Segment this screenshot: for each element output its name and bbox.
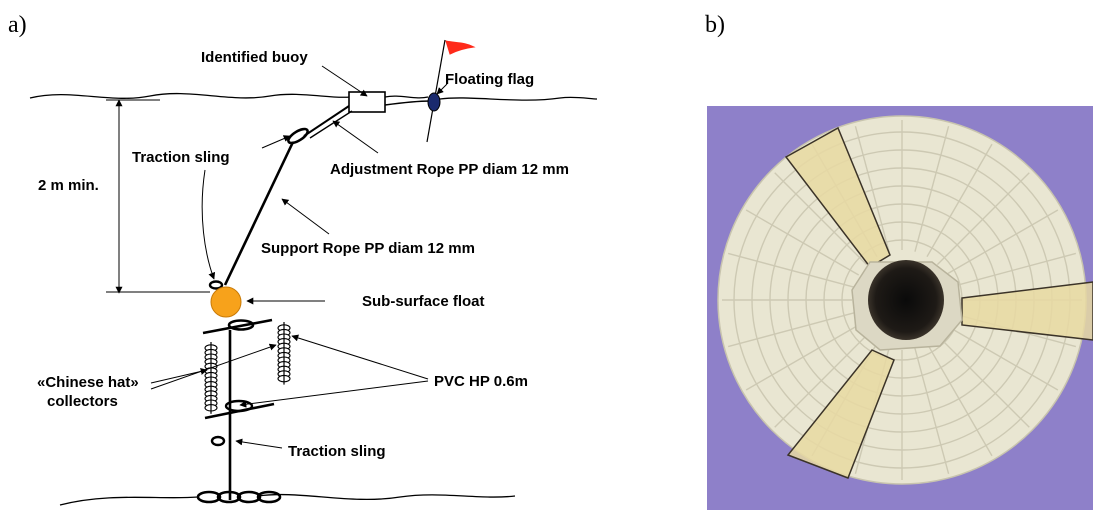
flag-connector-rope [384, 100, 431, 106]
flag-buoy-marker [427, 92, 441, 112]
panel-b: b) [705, 12, 1093, 510]
subsurface-float [210, 286, 242, 318]
label-adjustment-rope: Adjustment Rope PP diam 12 mm [330, 161, 569, 178]
adjustment-rope [303, 105, 350, 137]
sea-surface [29, 92, 598, 101]
highlight-sector-top [784, 126, 891, 268]
pvc-frame [202, 318, 275, 500]
label-subsurface-float: Sub-surface float [362, 293, 485, 310]
traction-sling-top [287, 127, 309, 145]
label-collectors-line1: «Chinese hat» [37, 374, 139, 391]
flag-icon [445, 40, 476, 55]
identified-buoy-box [348, 91, 386, 113]
label-identified-buoy: Identified buoy [201, 49, 308, 66]
floating-flag [426, 39, 476, 143]
label-floating-flag: Floating flag [445, 71, 534, 88]
panel-a: a) [8, 12, 598, 506]
float-sling [208, 280, 224, 290]
traction-sling-bottom [210, 435, 226, 447]
collector-photo [707, 106, 1093, 510]
highlight-sector-bottom [786, 349, 895, 479]
label-depth: 2 m min. [38, 177, 99, 194]
label-support-rope: Support Rope PP diam 12 mm [261, 240, 475, 257]
anchor-chain [196, 490, 282, 504]
sea-floor [59, 493, 516, 506]
traction-sling-upper-collector [227, 319, 255, 331]
label-traction-sling-top: Traction sling [132, 149, 230, 166]
panel-b-label: b) [705, 12, 725, 38]
label-collectors-line2: collectors [47, 393, 118, 410]
annotation-arrows [150, 65, 448, 449]
support-rope [223, 141, 295, 286]
panel-a-label: a) [8, 12, 27, 38]
collector-stack-left [204, 342, 218, 414]
depth-marker [106, 99, 210, 294]
collector-stack-right [277, 322, 291, 385]
label-traction-sling-bottom: Traction sling [288, 443, 386, 460]
label-pvc: PVC HP 0.6m [434, 373, 528, 390]
collector-hole [868, 260, 944, 340]
